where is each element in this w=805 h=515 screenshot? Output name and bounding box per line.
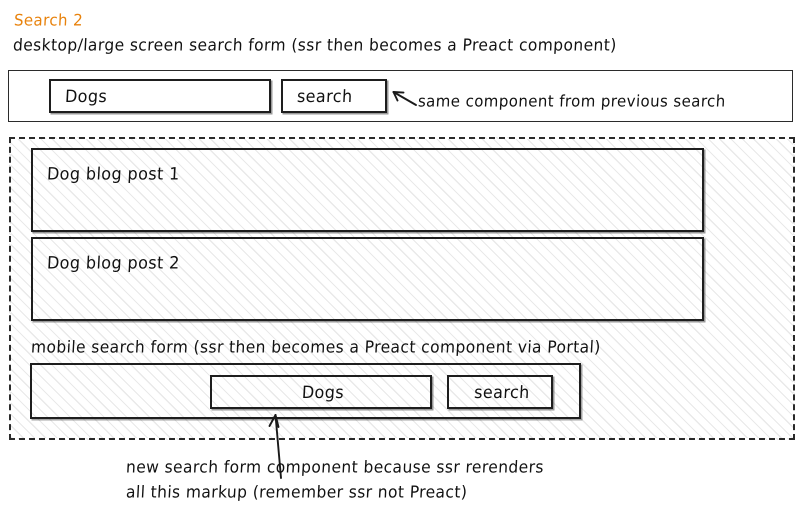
mobile-search-form-caption: mobile search form (ssr then becomes a P… [30,337,602,357]
bottom-annotation-line-1: new search form component because ssr re… [125,457,545,477]
blog-post-title: Dog blog post 1 [46,163,181,184]
mobile-search-button-label: search [473,381,531,403]
blog-post-card[interactable]: Dog blog post 2 [31,237,704,321]
mobile-search-input-value: Dogs [301,381,345,403]
desktop-search-form-caption: desktop/large screen search form (ssr th… [12,35,618,55]
desktop-search-button-label: search [296,85,354,107]
mobile-search-button[interactable]: search [447,375,553,409]
desktop-search-input-value: Dogs [64,85,108,107]
blog-post-title: Dog blog post 2 [46,252,181,273]
desktop-search-button[interactable]: search [281,79,387,113]
desktop-search-input[interactable]: Dogs [49,79,271,113]
page-title: Search 2 [13,10,84,30]
bottom-annotation-line-2: all this markup (remember ssr not Preact… [125,482,468,502]
ssr-rerendered-markup-region: Dog blog post 1 Dog blog post 2 mobile s… [9,137,795,440]
mobile-search-input[interactable]: Dogs [210,375,432,409]
bottom-annotation: new search form component because ssr re… [125,455,545,505]
desktop-search-form: Dogs search [8,70,793,122]
desktop-search-annotation: same component from previous search [417,91,727,111]
blog-post-card[interactable]: Dog blog post 1 [31,148,704,232]
mobile-search-form: Dogs search [30,363,581,419]
arrow-left-icon [392,91,417,106]
arrow-up-icon [268,414,282,479]
